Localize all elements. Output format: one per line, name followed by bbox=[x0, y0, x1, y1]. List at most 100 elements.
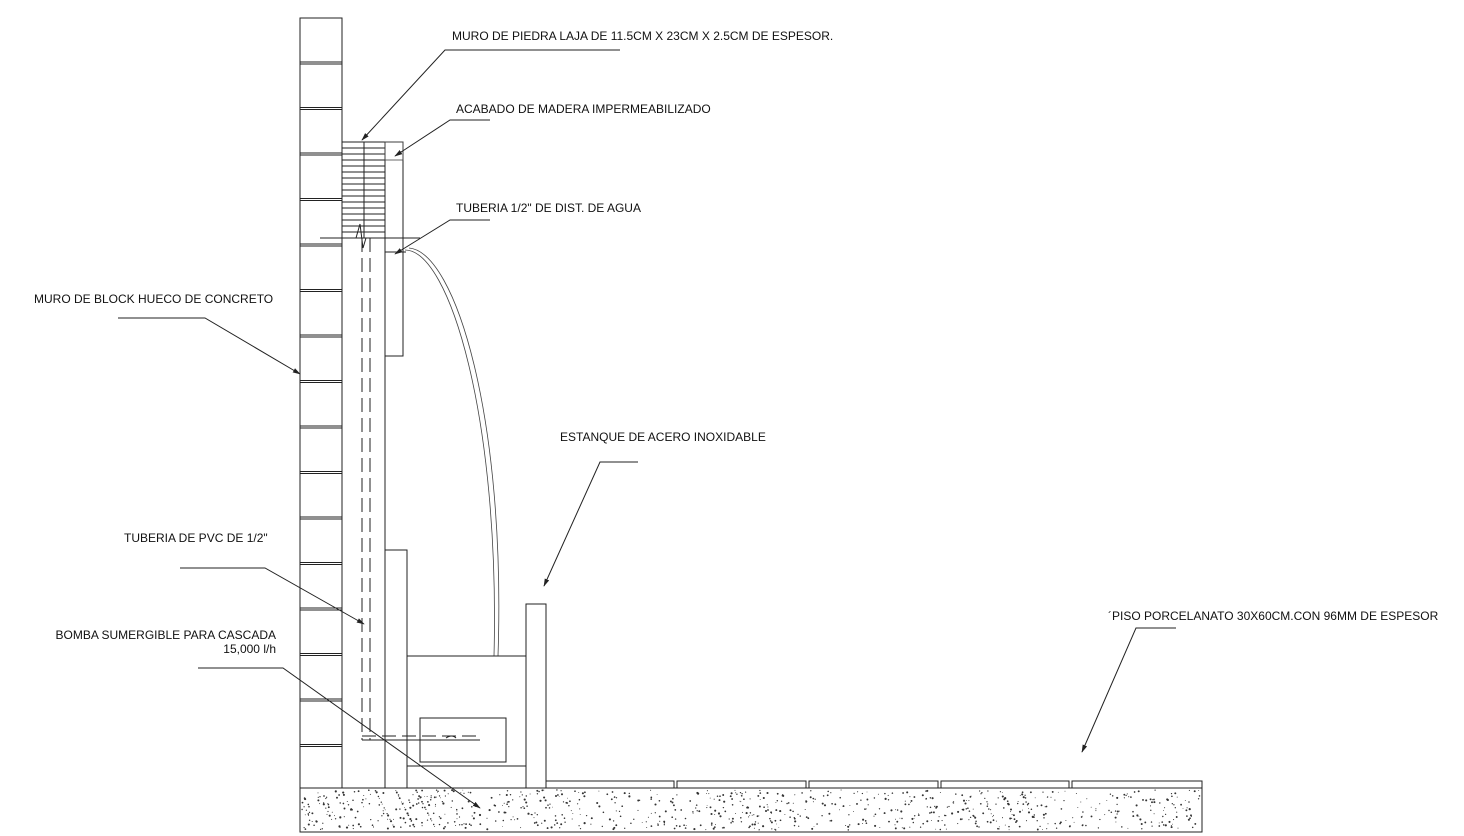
concrete-speckle bbox=[583, 795, 586, 798]
concrete-speckle bbox=[873, 797, 876, 799]
concrete-speckle bbox=[1123, 793, 1126, 796]
concrete-speckle bbox=[1149, 805, 1152, 807]
concrete-speckle bbox=[543, 819, 546, 822]
concrete-speckle bbox=[900, 810, 903, 813]
concrete-speckle bbox=[304, 828, 307, 830]
concrete-speckle bbox=[1036, 828, 1039, 831]
concrete-speckle bbox=[909, 796, 911, 798]
concrete-speckle bbox=[571, 818, 573, 820]
concrete-speckle bbox=[938, 816, 940, 818]
concrete-speckle bbox=[650, 825, 653, 827]
concrete-speckle bbox=[558, 796, 560, 797]
concrete-speckle bbox=[538, 790, 540, 793]
concrete-speckle bbox=[365, 798, 367, 800]
concrete-speckle bbox=[1022, 796, 1025, 799]
concrete-speckle bbox=[307, 803, 310, 806]
concrete-speckle bbox=[519, 796, 521, 798]
concrete-speckle bbox=[821, 802, 824, 805]
concrete-speckle bbox=[657, 824, 660, 826]
concrete-speckle bbox=[728, 818, 730, 820]
concrete-speckle bbox=[1004, 824, 1006, 826]
concrete-speckle bbox=[713, 826, 716, 828]
concrete-speckle bbox=[955, 793, 957, 795]
concrete-speckle bbox=[1125, 794, 1127, 797]
concrete-speckle bbox=[371, 824, 374, 827]
concrete-speckle bbox=[451, 789, 454, 792]
concrete-speckle bbox=[674, 809, 677, 811]
concrete-speckle bbox=[775, 802, 777, 804]
concrete-speckle bbox=[945, 828, 947, 830]
concrete-speckle bbox=[809, 796, 812, 799]
concrete-speckle bbox=[473, 811, 476, 814]
concrete-speckle bbox=[430, 797, 432, 799]
concrete-speckle bbox=[458, 824, 461, 826]
concrete-speckle bbox=[1140, 822, 1143, 826]
concrete-speckle bbox=[520, 827, 522, 829]
concrete-speckle bbox=[1017, 801, 1019, 802]
concrete-speckle bbox=[911, 817, 914, 820]
concrete-speckle bbox=[1139, 818, 1142, 821]
concrete-speckle bbox=[378, 804, 381, 806]
concrete-speckle bbox=[615, 797, 618, 799]
concrete-speckle bbox=[613, 796, 616, 798]
concrete-speckle bbox=[962, 808, 965, 811]
concrete-speckle bbox=[926, 806, 928, 808]
concrete-speckle bbox=[1137, 790, 1140, 793]
concrete-speckle bbox=[1025, 820, 1028, 822]
concrete-speckle bbox=[829, 820, 831, 822]
concrete-speckle bbox=[1136, 814, 1139, 817]
concrete-speckle bbox=[962, 799, 966, 802]
concrete-speckle bbox=[676, 794, 678, 796]
concrete-speckle bbox=[801, 792, 803, 794]
concrete-speckle bbox=[547, 804, 549, 806]
concrete-speckle bbox=[1116, 803, 1118, 806]
concrete-speckle bbox=[486, 817, 488, 819]
concrete-speckle bbox=[1153, 801, 1156, 804]
concrete-speckle bbox=[1034, 797, 1036, 799]
concrete-speckle bbox=[812, 801, 814, 803]
concrete-speckle bbox=[424, 796, 426, 797]
concrete-speckle bbox=[734, 789, 736, 791]
concrete-speckle bbox=[1008, 825, 1010, 828]
concrete-speckle bbox=[1164, 807, 1166, 809]
concrete-speckle bbox=[456, 818, 458, 820]
concrete-speckle bbox=[387, 814, 390, 817]
concrete-speckle bbox=[759, 799, 761, 801]
concrete-speckle bbox=[830, 792, 832, 794]
concrete-speckle bbox=[343, 816, 345, 818]
concrete-speckle bbox=[866, 791, 868, 793]
concrete-speckle bbox=[430, 795, 432, 797]
concrete-speckle bbox=[381, 803, 383, 805]
concrete-speckle bbox=[419, 797, 421, 799]
concrete-speckle bbox=[404, 808, 407, 811]
concrete-speckle bbox=[362, 798, 364, 801]
concrete-speckle bbox=[706, 790, 708, 792]
concrete-speckle bbox=[699, 824, 702, 827]
concrete-speckle bbox=[849, 824, 851, 826]
concrete-speckle bbox=[735, 813, 737, 814]
concrete-speckle bbox=[753, 827, 755, 829]
concrete-speckle bbox=[469, 791, 472, 794]
concrete-speckle bbox=[352, 828, 354, 830]
submersible-pump bbox=[362, 717, 507, 763]
concrete-speckle bbox=[451, 800, 454, 802]
concrete-speckle bbox=[1188, 801, 1190, 803]
concrete-speckle bbox=[572, 812, 574, 814]
concrete-speckle bbox=[301, 808, 303, 811]
concrete-speckle bbox=[456, 813, 458, 815]
concrete-speckle bbox=[1010, 811, 1012, 813]
concrete-speckle bbox=[475, 806, 477, 807]
concrete-speckle bbox=[434, 825, 436, 827]
concrete-speckle bbox=[1024, 794, 1026, 796]
concrete-speckle bbox=[553, 824, 556, 826]
concrete-speckle bbox=[444, 813, 446, 815]
concrete-speckle bbox=[637, 809, 639, 811]
concrete-speckle bbox=[535, 821, 538, 824]
concrete-speckle bbox=[650, 789, 652, 791]
concrete-speckle bbox=[721, 827, 724, 829]
concrete-speckle bbox=[779, 810, 782, 813]
label-pump-flow: 15,000 l/h bbox=[223, 642, 276, 656]
concrete-speckle bbox=[895, 809, 896, 811]
concrete-speckle bbox=[908, 803, 910, 806]
concrete-speckle bbox=[408, 799, 410, 801]
